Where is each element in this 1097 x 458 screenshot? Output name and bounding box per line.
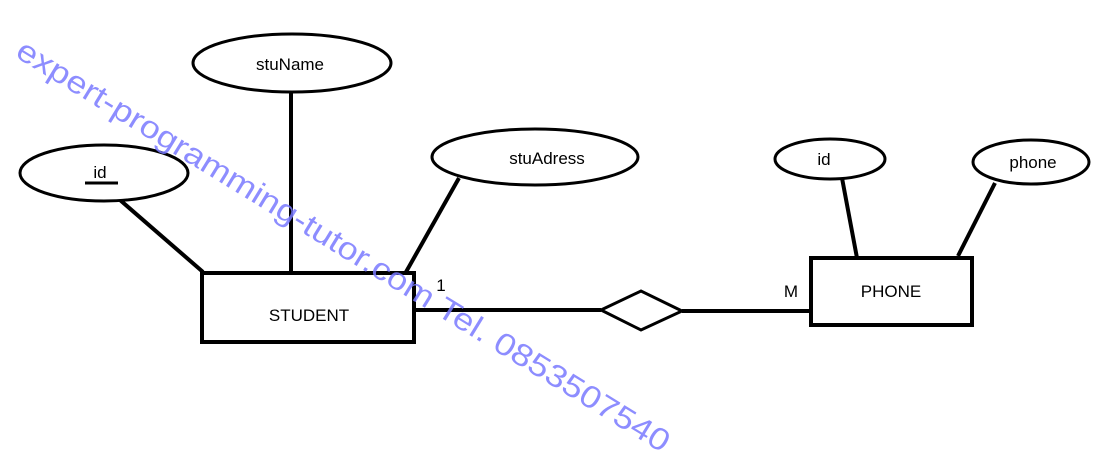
watermark-text: expert-programming-tutor.com Tel. 085350… [10,32,676,458]
attribute-stuadress-label: stuAdress [509,149,585,168]
cardinality-many: M [784,282,798,301]
link-phone-id [840,177,859,259]
attribute-phone-id [773,137,887,181]
attribute-student-id [18,143,190,203]
entity-student [200,271,416,344]
entity-phone [809,256,974,327]
attribute-phone [971,138,1091,186]
relationship-diamond [597,289,686,332]
link-student-id [118,198,205,274]
attribute-stuname [191,32,393,94]
entity-student-label: STUDENT [269,306,349,325]
link-phone-phone [956,182,997,257]
link-student-stuadress [404,177,461,273]
attribute-phone-label: phone [1009,153,1056,172]
attribute-student-id-label: id [93,163,106,182]
attribute-phone-id-label: id [817,150,830,169]
cardinality-one: 1 [436,276,445,295]
entity-phone-label: PHONE [861,282,921,301]
attribute-stuadress [430,127,640,187]
attribute-stuname-label: stuName [256,55,324,74]
